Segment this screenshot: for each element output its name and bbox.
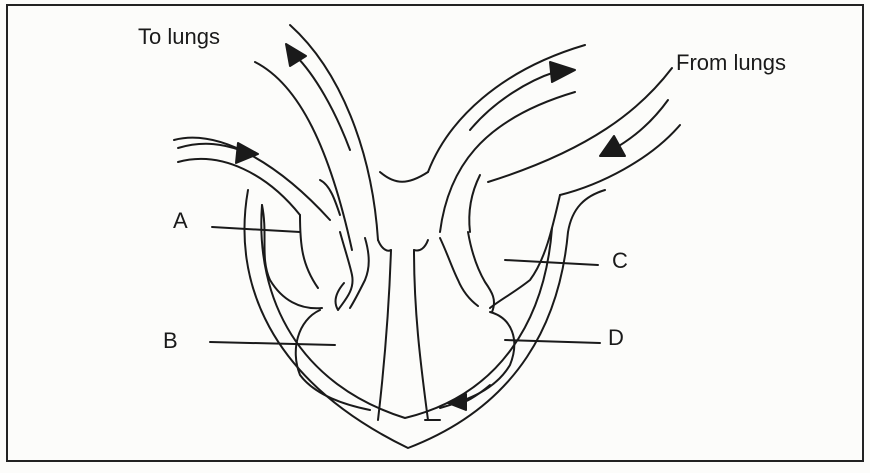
septum-top [380,172,428,182]
heart-inner-wall [261,205,552,418]
label-b: B [163,330,178,352]
septum-right [414,250,428,420]
right-atrium-inner [300,215,318,288]
label-c: C [612,250,628,272]
pulmonary-artery-outer [255,62,352,250]
arrowhead-from-lungs [600,136,625,156]
label-from-lungs: From lungs [676,52,786,74]
arrowhead-apex [448,394,466,410]
arrowhead-aorta [550,62,575,82]
valve-right-1 [414,240,428,251]
right-ventricle-wall [296,310,370,410]
valve-left-3 [378,240,391,251]
flow-arrow-aorta [470,72,555,130]
arrowhead-into-right-atrium [236,143,258,163]
flow-arrow-from-lungs [612,100,668,150]
label-to-lungs: To lungs [138,26,220,48]
aorta-inner [440,92,575,232]
leader-c [505,260,598,265]
pulmonary-vein-lower [560,125,680,195]
valve-left-2 [350,238,369,308]
flow-arrow-to-lungs [295,55,350,150]
pulmonary-artery-branch [320,180,340,215]
aorta-branch [469,175,480,232]
leader-a [212,227,300,232]
leader-d [505,340,600,343]
leader-b [210,342,335,345]
pulmonary-vein-upper [488,68,672,182]
label-a: A [173,210,188,232]
label-d: D [608,327,624,349]
septum-left [378,250,391,420]
vena-cava-lower [178,159,300,215]
